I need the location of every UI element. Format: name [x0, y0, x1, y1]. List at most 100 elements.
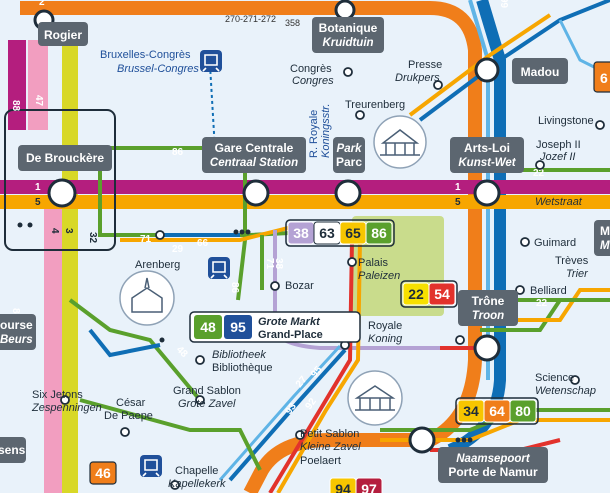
label-palais: Palais	[358, 257, 388, 269]
station-partial-left-bottom[interactable]: sens	[0, 437, 26, 463]
pre-4-tag: 4	[49, 228, 60, 234]
label-brussel-congres: Brussel-Congres	[117, 63, 199, 75]
station-rogier[interactable]: Rogier	[38, 22, 88, 46]
label-paleizen: Paleizen	[358, 270, 400, 282]
bus-blue-diag-top	[418, 0, 610, 122]
station-trone[interactable]: Trône Troon	[458, 290, 518, 326]
station-bourse-label: ourse	[0, 318, 33, 332]
bus-66-top-tag: 66	[500, 0, 511, 8]
stop-trone-side-dot	[455, 335, 465, 345]
station-gare-centrale[interactable]: Gare Centrale Centraal Station	[202, 137, 306, 173]
station-arts-loi[interactable]: Arts-Loi Kunst-Wet	[450, 137, 524, 173]
label-bibliotheque: Bibliothèque	[212, 362, 273, 374]
metro-1-tag: 1	[35, 182, 41, 193]
bus-blue-bottom	[88, 328, 161, 358]
badge-94: 94	[335, 481, 351, 493]
station-botanique-node[interactable]	[334, 0, 356, 21]
station-madou-label: Madou	[521, 65, 560, 79]
metro-5-tag: 5	[35, 197, 41, 208]
badge-86: 86	[371, 225, 387, 241]
badge-6-partial-box[interactable]: 6	[593, 61, 610, 93]
station-beurs-label: Beurs	[0, 334, 33, 346]
station-madou[interactable]: Madou	[512, 58, 568, 84]
station-gare-centrale-label-nl: Centraal Station	[210, 157, 298, 169]
station-madou-node[interactable]	[474, 57, 500, 83]
badges-trone-group[interactable]: 22 54	[400, 280, 458, 308]
station-botanique[interactable]: Botanique Kruidtuin	[312, 17, 384, 53]
label-bruxelles-congres: Bruxelles-Congrès	[100, 49, 191, 61]
station-park-label-nl: Park	[337, 143, 363, 155]
street-koningsstr: Koningsstr.	[320, 103, 332, 158]
station-park[interactable]: Park Parc	[333, 137, 365, 173]
stop-chapelle-dot	[170, 480, 180, 490]
station-ssens-label: sens	[0, 443, 26, 457]
badge-6: 6	[600, 70, 608, 86]
label-science: Science	[535, 372, 574, 384]
station-debrouckere-node[interactable]	[47, 178, 77, 208]
cathedral-icon	[119, 270, 175, 326]
station-partial-right[interactable]: M M	[594, 220, 610, 256]
bus-71-tag: 71	[140, 234, 152, 245]
badge-46-box[interactable]: 46	[89, 461, 117, 485]
label-petit-sablon: Petit Sablon	[300, 428, 359, 440]
badge-63: 63	[319, 225, 335, 241]
badges-park-group[interactable]: 38 63 65 86	[285, 219, 395, 247]
station-park-node[interactable]	[334, 179, 362, 207]
bus-lightblue-right	[558, 19, 601, 72]
station-naamsepoort-label: Naamsepoort	[456, 453, 531, 465]
walking-path	[209, 64, 216, 151]
royal-palace-icon	[347, 370, 403, 426]
label-joseph-ii: Joseph II	[536, 139, 581, 151]
station-gare-centrale-label: Gare Centrale	[215, 141, 294, 155]
street-wetstraat: Wetstraat	[535, 196, 583, 208]
route-358-label: 358	[285, 18, 300, 28]
badges-grote-markt-group[interactable]: 48 95 Grote Markt Grand-Place	[189, 311, 361, 343]
station-bourse-partial[interactable]: ourse Beurs	[0, 314, 36, 350]
station-debrouckere[interactable]: De Brouckère	[18, 145, 112, 171]
label-royale: Royale	[368, 320, 402, 332]
label-belliard: Belliard	[530, 285, 567, 297]
tram-88-tag: 88	[10, 100, 21, 112]
stop-joseph-ii-dot	[535, 160, 545, 170]
badge-95: 95	[230, 319, 246, 335]
stop-bozar-dot	[270, 281, 280, 291]
station-porte-namur-node[interactable]	[408, 426, 436, 454]
station-park-label: Parc	[336, 155, 362, 169]
label-six-jetons: Six Jetons	[32, 389, 83, 401]
street-r-royale: R. Royale	[308, 110, 320, 158]
station-porte-namur[interactable]: Naamsepoort Porte de Namur	[438, 447, 548, 483]
station-gare-centrale-node[interactable]	[242, 179, 270, 207]
label-congres-nl: Congres	[292, 75, 334, 87]
station-rogier-label: Rogier	[44, 28, 82, 42]
badges-porte-namur-group[interactable]: 34 64 80	[455, 397, 539, 425]
bus-yellow-diag-top	[408, 13, 552, 117]
label-jozef-ii: Jozef II	[539, 151, 575, 163]
badges-bottom-group[interactable]: 94 97	[329, 477, 383, 493]
station-arts-loi-label: Arts-Loi	[464, 141, 510, 155]
bus-86c-tag: 86	[10, 308, 21, 320]
station-trone-node[interactable]	[473, 334, 501, 362]
label-congres: Congrès	[290, 63, 332, 75]
grote-markt-label: Grote Markt	[258, 316, 321, 328]
stop-cesar-dot	[120, 427, 130, 437]
label-poelaert: Poelaert	[300, 455, 341, 467]
label-kleine-zavel: Kleine Zavel	[300, 441, 361, 453]
stop-petit-sablon-dot	[295, 430, 305, 440]
label-de-paepe: De Paepe	[104, 410, 153, 422]
premetro-3-band	[62, 40, 78, 493]
bus-66-tag: 66	[197, 238, 209, 249]
station-arts-loi-label-nl: Kunst-Wet	[458, 157, 516, 169]
debrouckere-zone	[4, 109, 116, 251]
label-cesar: César	[116, 397, 146, 409]
station-arts-loi-node[interactable]	[473, 179, 501, 207]
label-koning: Koning	[368, 333, 403, 345]
pre-3-tag: 3	[63, 228, 74, 234]
grand-place-label: Grand-Place	[258, 329, 323, 341]
badge-38: 38	[293, 225, 309, 241]
stop-arenberg-dot	[155, 230, 165, 240]
label-chapelle: Chapelle	[175, 465, 218, 477]
metro-1-tag-right: 1	[455, 182, 461, 193]
badge-46: 46	[95, 465, 111, 481]
label-grote-zavel: Grote Zavel	[178, 398, 236, 410]
